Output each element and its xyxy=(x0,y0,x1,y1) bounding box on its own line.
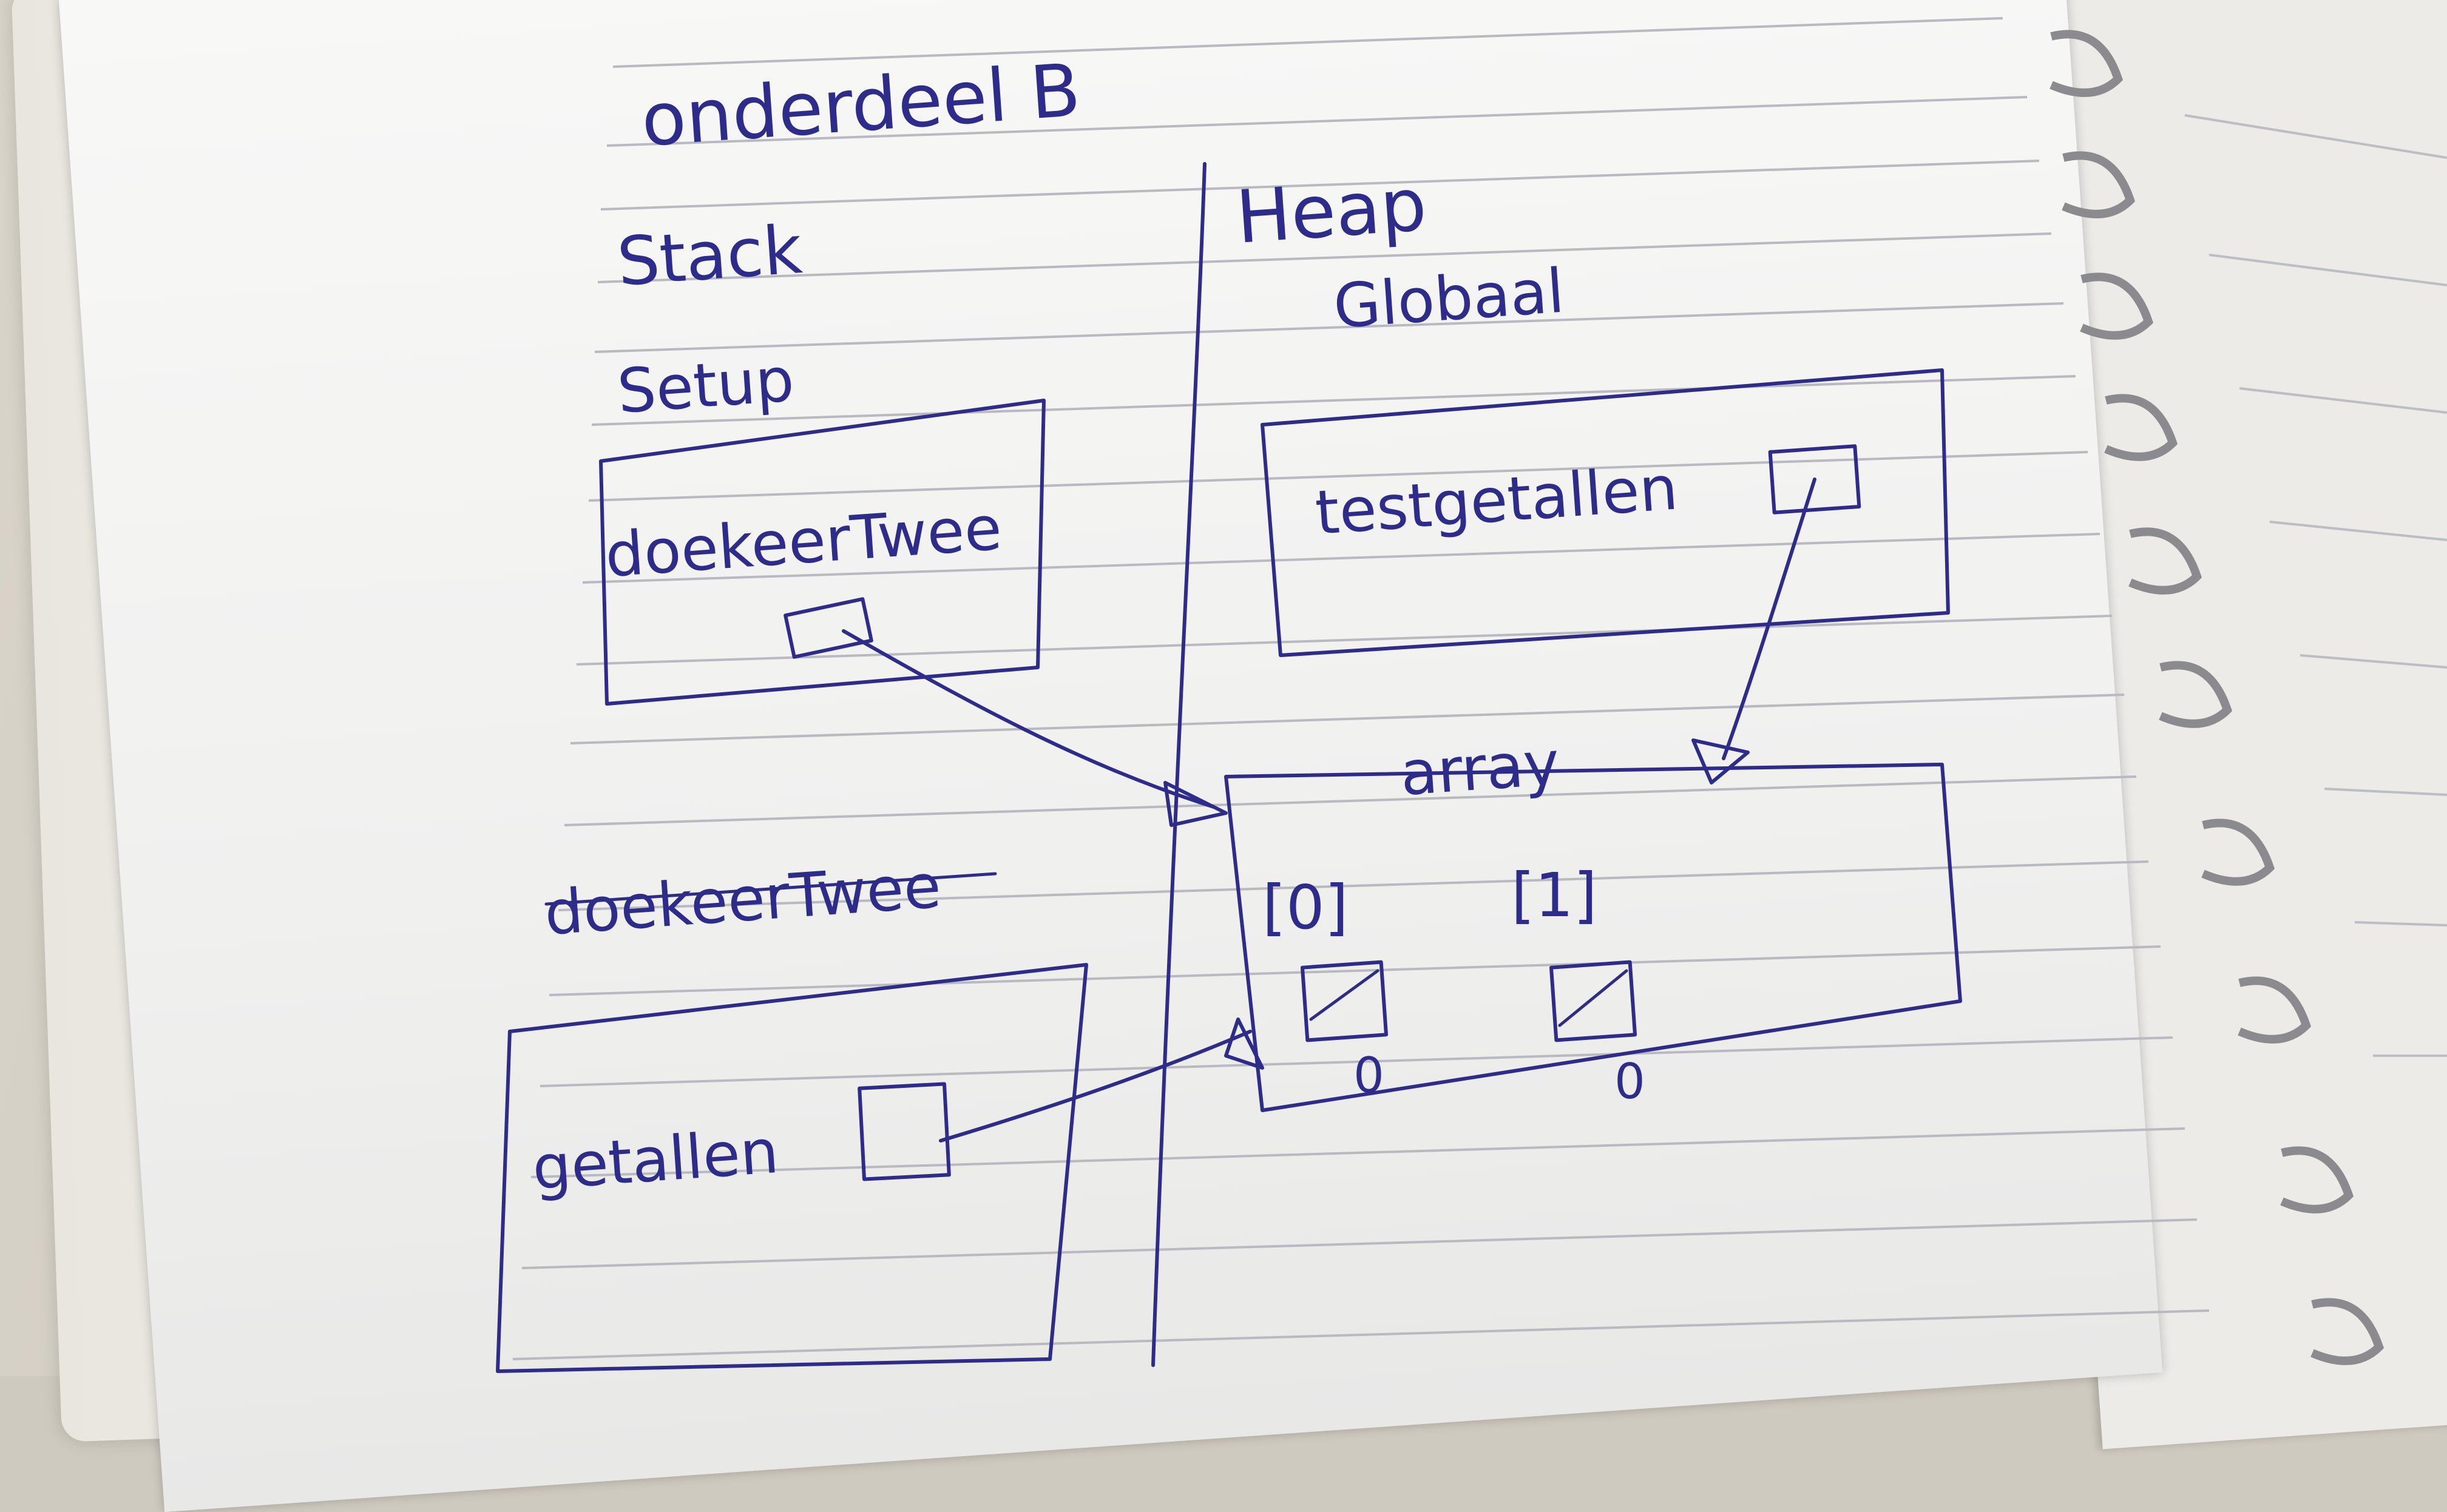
array-cell-0-value: 0 xyxy=(1353,1047,1384,1104)
pointer-arrow-setup-to-array xyxy=(842,629,1216,809)
spiral-binding xyxy=(2049,30,2384,1365)
setup-label: Setup xyxy=(615,344,797,427)
pointer-arrow-getallen-to-array xyxy=(939,1030,1252,1142)
stack-heap-divider xyxy=(1151,162,1207,1367)
ruled-lines xyxy=(512,17,2210,1360)
stack-label: Stack xyxy=(615,211,805,301)
global-box xyxy=(1261,368,1950,657)
array-label: array xyxy=(1398,727,1562,809)
global-variable: testgetallen xyxy=(1313,453,1680,548)
notebook-ink-layer: onderdeel B Stack Heap Globaal Setup doe… xyxy=(496,17,2447,1373)
frame2-label: doekeerTwee xyxy=(543,851,944,949)
page-title: onderdeel B xyxy=(638,49,1083,163)
global-label: Globaal xyxy=(1332,255,1567,342)
right-page-lines xyxy=(2184,114,2447,1057)
doekeertwee-ref-box xyxy=(784,597,873,659)
frame2-strike xyxy=(544,872,997,906)
cell-0-strike xyxy=(1309,969,1379,1021)
arrowhead-global xyxy=(1691,738,1750,785)
array-cell-1-value: 0 xyxy=(1614,1053,1645,1110)
array-cell-1-box xyxy=(1549,960,1637,1042)
cell-1-strike xyxy=(1558,969,1628,1027)
testgetallen-ref-box xyxy=(1768,444,1861,515)
getallen-ref-box xyxy=(858,1082,951,1181)
arrowhead-getallen xyxy=(1224,1018,1264,1070)
arrowhead-setup xyxy=(1163,781,1228,827)
array-index-0: [0] xyxy=(1262,872,1349,943)
setup-frame-variable: doekeerTwee xyxy=(603,493,1004,591)
array-box xyxy=(1224,763,1962,1112)
array-cell-0-box xyxy=(1300,960,1389,1042)
pointer-arrow-global-to-array xyxy=(1722,478,1816,760)
array-index-1: [1] xyxy=(1511,860,1597,931)
heap-label: Heap xyxy=(1233,163,1429,260)
second-frame-box xyxy=(496,963,1088,1373)
getallen-variable: getallen xyxy=(530,1116,781,1204)
setup-frame-box xyxy=(599,399,1046,706)
